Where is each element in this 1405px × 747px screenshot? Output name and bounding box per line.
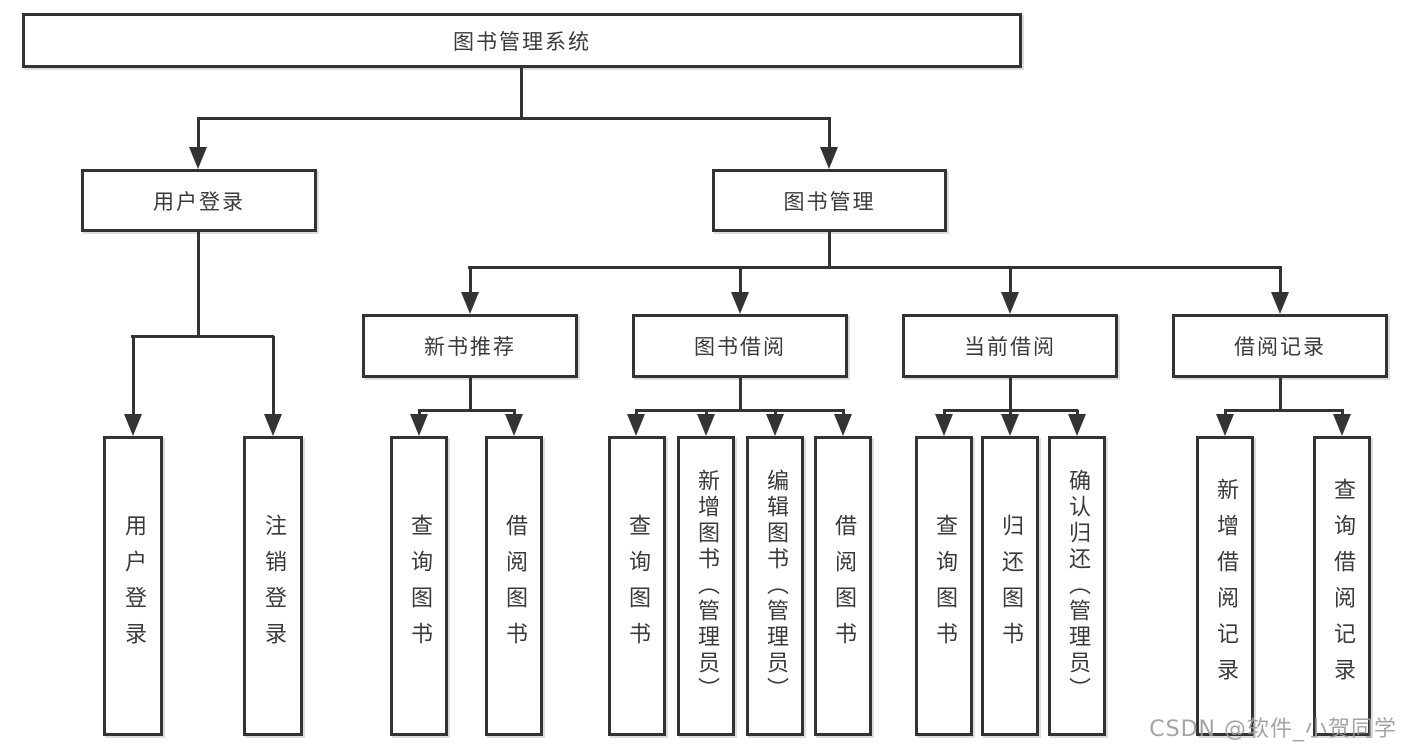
leaf-search-books-recommend: 查询图书 bbox=[390, 436, 448, 736]
leaf-borrow-books: 借阅图书 bbox=[814, 436, 872, 736]
leaf-edit-books-admin-label: 编辑图书（管理员） bbox=[763, 469, 788, 703]
leaf-search-books-borrowing-label: 查询图书 bbox=[625, 514, 650, 658]
connector-arrow-leaf-user-login-shaft bbox=[132, 336, 135, 416]
arrow-leaf-edit-books-admin bbox=[766, 414, 784, 436]
leaf-logout-label: 注销登录 bbox=[261, 514, 286, 658]
node-new-book-recommendation: 新书推荐 bbox=[362, 314, 578, 378]
node-new-book-recommendation-label: 新书推荐 bbox=[424, 335, 516, 359]
connector-book-management-stub bbox=[828, 232, 831, 268]
node-borrowing-records: 借阅记录 bbox=[1172, 314, 1388, 378]
arrow-leaf-logout bbox=[264, 414, 282, 436]
connector-borrowing-records-stub bbox=[1279, 378, 1282, 412]
connector-level2-branch bbox=[197, 117, 831, 120]
arrow-user-login bbox=[189, 147, 207, 169]
arrow-new-book-recommendation bbox=[461, 292, 479, 314]
leaf-borrow-books-recommend: 借阅图书 bbox=[485, 436, 543, 736]
leaf-return-books-label: 归还图书 bbox=[998, 514, 1023, 658]
connector-new-book-branch bbox=[418, 409, 516, 412]
leaf-search-books-current: 查询图书 bbox=[915, 436, 973, 736]
node-root-label: 图书管理系统 bbox=[453, 29, 591, 54]
leaf-add-books-admin-label: 新增图书（管理员） bbox=[694, 469, 719, 703]
leaf-search-books-borrowing: 查询图书 bbox=[608, 436, 666, 736]
leaf-search-borrow-record: 查询借阅记录 bbox=[1313, 436, 1371, 736]
node-book-management: 图书管理 bbox=[712, 169, 947, 232]
arrow-leaf-search-borrow-record bbox=[1333, 414, 1351, 436]
connector-arrow-book-management-shaft bbox=[828, 118, 831, 150]
leaf-search-books-current-label: 查询图书 bbox=[932, 514, 957, 658]
connector-borrowing-records-branch bbox=[1224, 409, 1344, 412]
arrow-leaf-search-books-borrowing bbox=[627, 414, 645, 436]
leaf-borrow-books-label: 借阅图书 bbox=[831, 514, 856, 658]
connector-arrow-book-borrowing-shaft bbox=[739, 267, 742, 294]
connector-root-stub bbox=[520, 68, 523, 118]
connector-book-borrowing-branch bbox=[635, 409, 845, 412]
node-current-borrowing: 当前借阅 bbox=[902, 314, 1118, 378]
arrow-leaf-add-books-admin bbox=[697, 414, 715, 436]
node-book-borrowing: 图书借阅 bbox=[632, 314, 848, 378]
arrow-book-management bbox=[820, 147, 838, 169]
connector-arrow-borrowing-records-shaft bbox=[1279, 267, 1282, 294]
arrow-leaf-add-borrow-record bbox=[1216, 414, 1234, 436]
leaf-add-books-admin: 新增图书（管理员） bbox=[677, 436, 735, 736]
leaf-search-borrow-record-label: 查询借阅记录 bbox=[1330, 478, 1355, 694]
connector-arrow-new-book-shaft bbox=[469, 267, 472, 294]
leaf-return-books: 归还图书 bbox=[981, 436, 1039, 736]
node-current-borrowing-label: 当前借阅 bbox=[964, 335, 1056, 359]
connector-user-login-stub bbox=[197, 232, 200, 336]
connector-user-login-branch bbox=[131, 335, 274, 338]
connector-arrow-current-borrowing-shaft bbox=[1009, 267, 1012, 294]
node-book-borrowing-label: 图书借阅 bbox=[694, 335, 786, 359]
leaf-logout: 注销登录 bbox=[243, 436, 303, 736]
leaf-confirm-return-admin: 确认归还（管理员） bbox=[1048, 436, 1106, 736]
connector-level3-branch bbox=[468, 266, 1282, 269]
leaf-edit-books-admin: 编辑图书（管理员） bbox=[746, 436, 804, 736]
arrow-leaf-return-books bbox=[1001, 414, 1019, 436]
leaf-borrow-books-recommend-label: 借阅图书 bbox=[502, 514, 527, 658]
csdn-watermark: CSDN @软件_小贺同学 bbox=[1149, 717, 1397, 742]
node-root: 图书管理系统 bbox=[22, 13, 1022, 68]
node-user-login: 用户登录 bbox=[81, 169, 317, 232]
arrow-leaf-borrow-books-recommend bbox=[505, 414, 523, 436]
arrow-book-borrowing bbox=[731, 292, 749, 314]
arrow-current-borrowing bbox=[1001, 292, 1019, 314]
arrow-leaf-confirm-return-admin bbox=[1068, 414, 1086, 436]
connector-book-borrowing-stub bbox=[739, 378, 742, 412]
leaf-search-books-recommend-label: 查询图书 bbox=[407, 514, 432, 658]
connector-arrow-user-login-shaft bbox=[197, 118, 200, 150]
leaf-add-borrow-record-label: 新增借阅记录 bbox=[1213, 478, 1238, 694]
node-borrowing-records-label: 借阅记录 bbox=[1234, 335, 1326, 359]
connector-new-book-stub bbox=[469, 378, 472, 412]
connector-current-borrowing-stub bbox=[1009, 378, 1012, 412]
leaf-confirm-return-admin-label: 确认归还（管理员） bbox=[1065, 469, 1090, 703]
arrow-leaf-borrow-books bbox=[834, 414, 852, 436]
arrow-leaf-search-books-recommend bbox=[410, 414, 428, 436]
node-user-login-label: 用户登录 bbox=[153, 189, 245, 214]
leaf-add-borrow-record: 新增借阅记录 bbox=[1196, 436, 1254, 736]
arrow-leaf-user-login bbox=[124, 414, 142, 436]
leaf-user-login: 用户登录 bbox=[103, 436, 163, 736]
leaf-user-login-label: 用户登录 bbox=[121, 514, 146, 658]
node-book-management-label: 图书管理 bbox=[783, 189, 876, 214]
arrow-leaf-search-books-current bbox=[935, 414, 953, 436]
arrow-borrowing-records bbox=[1271, 292, 1289, 314]
connector-arrow-leaf-logout-shaft bbox=[272, 336, 275, 416]
